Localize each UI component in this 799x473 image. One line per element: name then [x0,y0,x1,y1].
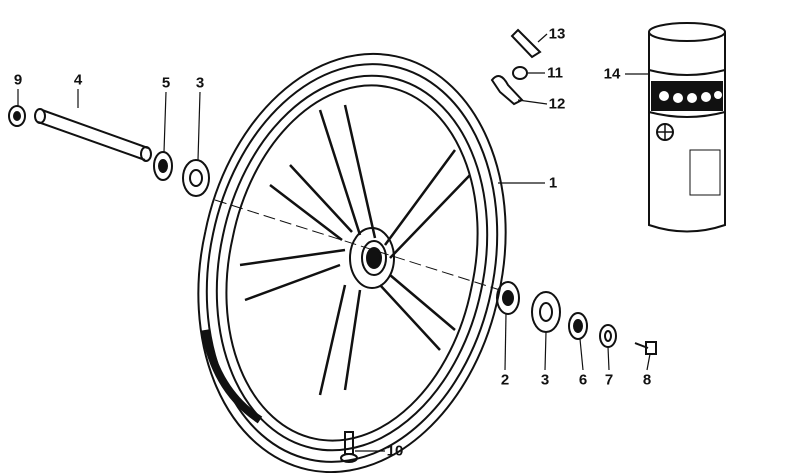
callout-10: 10 [386,442,404,460]
callout-9: 9 [13,71,23,89]
callout-8: 8 [642,371,652,389]
callout-4: 4 [73,71,83,89]
leader-lines [17,33,651,452]
part-6-spacer [568,312,588,340]
axle-centerline [214,199,501,291]
wheel-hub [349,227,395,289]
part-4-axle [34,108,152,162]
tire-shadow [201,329,263,424]
part-13-clip [510,28,542,59]
callout-6: 6 [578,371,588,389]
part-7-cap [599,324,617,348]
part-3-bearing-right [531,291,561,333]
callout-14: 14 [603,65,621,83]
part-9-nut [8,105,26,127]
wheel-rim [197,52,507,473]
part-14-paint-can [648,22,726,233]
callout-2: 2 [500,371,510,389]
callout-3-left: 3 [195,74,205,92]
callout-3-right: 3 [540,371,550,389]
callout-13: 13 [548,25,566,43]
part-11-nut [512,66,528,80]
part-2-hub-sleeve [496,281,520,315]
part-10-valve [340,431,358,463]
part-12-weight [490,75,524,106]
callout-7: 7 [604,371,614,389]
callout-1: 1 [548,174,558,192]
callout-11: 11 [547,64,563,82]
part-5-spacer [153,151,173,181]
part-8-bolt [634,341,657,355]
part-3-bearing [182,159,210,197]
wheel-spokes [239,104,471,396]
callout-12: 12 [548,95,566,113]
callout-5: 5 [161,74,171,92]
